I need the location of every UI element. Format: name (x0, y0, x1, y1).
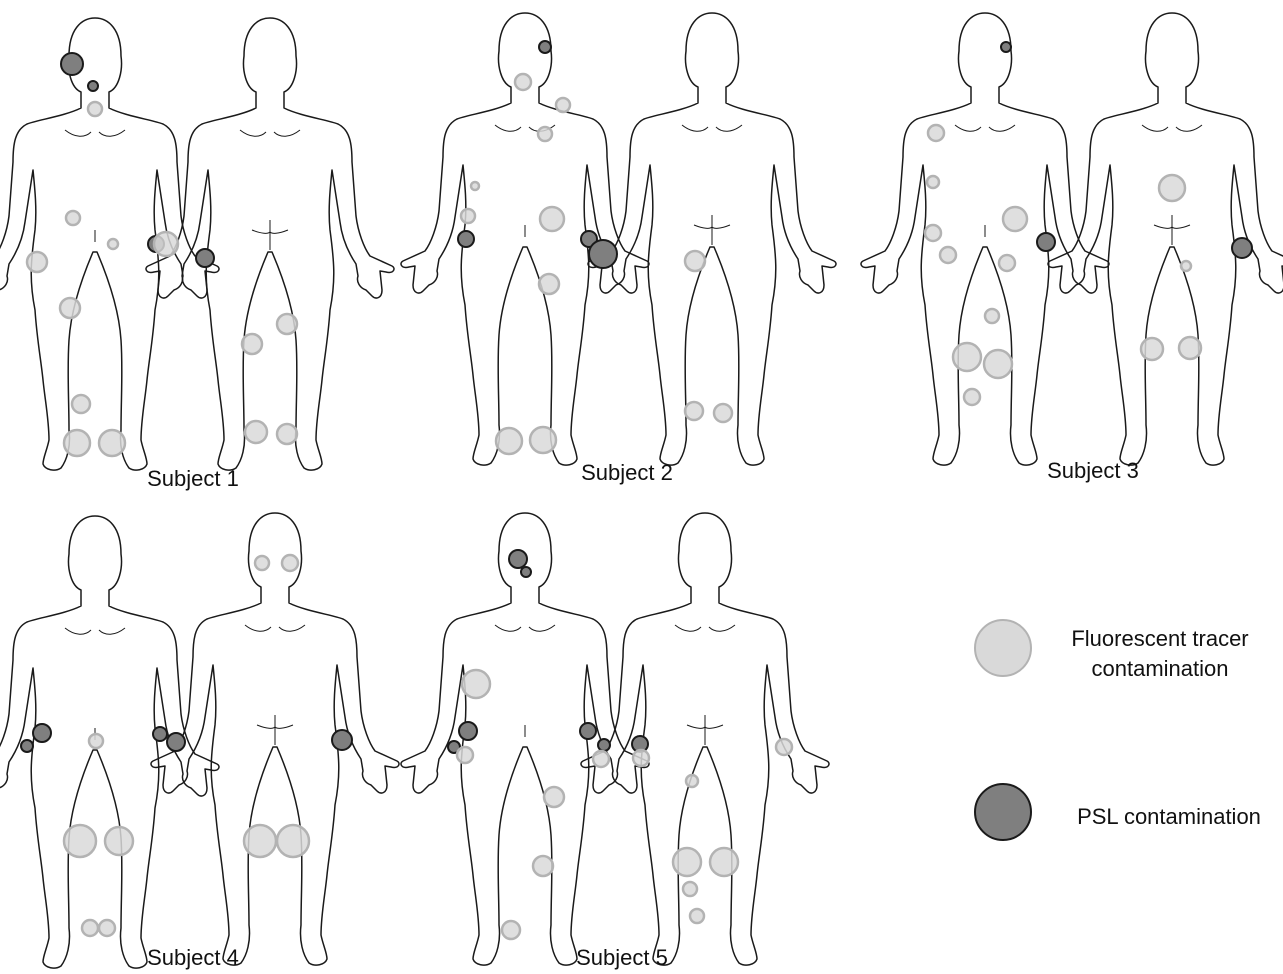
subject-2-fluorescent-spot-front-right-thigh (539, 274, 559, 294)
subject-5-psl-spot-front-right-wrist (580, 723, 596, 739)
subject-2-fluorescent-spot-front-neck-left (515, 74, 531, 90)
subject-4-fluorescent-spot-front-left-knee (64, 825, 96, 857)
subject-1-fluorescent-spot-front-left-foot (64, 430, 90, 456)
subject-5-psl-spot-front-left-forearm (459, 722, 477, 740)
subject-5-fluorescent-spot-back-left-calf (683, 882, 697, 896)
subject-4-psl-spot-front-right-hand (167, 733, 185, 751)
subject-2-fluorescent-spot-front-right-hip (540, 207, 564, 231)
subject-3-fluorescent-spot-back-lower-back (1159, 175, 1185, 201)
subject-3-fluorescent-spot-back-right-calf (1179, 337, 1201, 359)
subject-4-back-body (151, 513, 399, 965)
subject-1-caption: Subject 1 (147, 466, 239, 492)
subject-4-fluorescent-spot-back-right-knee (277, 825, 309, 857)
subject-2-back-body (588, 13, 836, 465)
subject-4-psl-spot-front-right-wrist (153, 727, 167, 741)
subject-3-fluorescent-spot-front-right-upper-thigh (985, 309, 999, 323)
subject-3-caption: Subject 3 (1047, 458, 1139, 484)
subject-4-fluorescent-spot-back-left-knee (244, 825, 276, 857)
subject-4-front-body (0, 516, 219, 968)
subject-3-psl-spot-back-right-hand (1232, 238, 1252, 258)
subject-3-front-body (861, 13, 1109, 465)
subject-2-fluorescent-spot-back-right-ankle (714, 404, 732, 422)
subject-4-fluorescent-spot-front-left-foot (82, 920, 98, 936)
subject-4-fluorescent-spot-front-right-foot (99, 920, 115, 936)
subject-1-fluorescent-spot-front-upper-chest (88, 102, 102, 116)
subject-2-psl-spot-front-right-ear (539, 41, 551, 53)
subject-3-fluorescent-spot-front-left-forearm (925, 225, 941, 241)
subject-2-psl-spot-front-left-hand (458, 231, 474, 247)
subject-2-fluorescent-spot-front-left-foot (496, 428, 522, 454)
subject-4-caption: Subject 4 (147, 945, 239, 971)
legend-psl-label: PSL contamination (1055, 802, 1283, 832)
subject-4-fluorescent-spot-front-right-knee (105, 827, 133, 855)
subject-2-caption: Subject 2 (581, 460, 673, 486)
subject-4-psl-spot-front-left-hand (21, 740, 33, 752)
legend-fluorescent-line1: Fluorescent tracer (1071, 626, 1248, 651)
subject-4-fluorescent-spot-front-groin (89, 734, 103, 748)
subject-1-psl-spot-front-neck (88, 81, 98, 91)
subject-5-fluorescent-spot-front-right-shin (533, 856, 553, 876)
subject-3-psl-spot-front-right-ear (1001, 42, 1011, 52)
subject-3-fluorescent-spot-front-right-hip (1003, 207, 1027, 231)
subject-5-fluorescent-spot-front-left-upper-arm (462, 670, 490, 698)
subject-1-fluorescent-spot-front-right-wrist (154, 232, 178, 256)
subject-1-psl-spot-front-right-hand (196, 249, 214, 267)
subject-1-fluorescent-spot-front-lower-abdomen (108, 239, 118, 249)
subject-3-psl-spot-front-right-wrist (1037, 233, 1055, 251)
subject-1-fluorescent-spot-back-left-knee (242, 334, 262, 354)
legend-fluorescent-label: Fluorescent tracer contamination (1040, 624, 1280, 684)
subject-2-fluorescent-spot-back-buttock-left (685, 251, 705, 271)
subject-4-psl-spot-back-right-hand (332, 730, 352, 750)
subject-4-fluorescent-spot-back-neck-left (255, 556, 269, 570)
subject-1-fluorescent-spot-back-left-heel (245, 421, 267, 443)
subject-1-fluorescent-spot-back-right-heel (277, 424, 297, 444)
subject-5-fluorescent-spot-back-left-palm (633, 750, 649, 766)
subject-5-fluorescent-spot-back-left-thigh (686, 775, 698, 787)
subject-3-fluorescent-spot-front-right-knee (984, 350, 1012, 378)
subject-3-fluorescent-spot-front-left-upper-arm (928, 125, 944, 141)
subject-1-fluorescent-spot-front-left-thigh (60, 298, 80, 318)
legend-fluorescent-swatch (975, 620, 1031, 676)
subject-2-fluorescent-spot-front-right-foot (530, 427, 556, 453)
subject-5-fluorescent-spot-back-right-knee (710, 848, 738, 876)
subject-1-back-body (146, 18, 394, 470)
subject-3-fluorescent-spot-front-left-hand (940, 247, 956, 263)
subject-2-fluorescent-spot-front-right-chest (538, 127, 552, 141)
subject-1-fluorescent-spot-back-right-knee (277, 314, 297, 334)
subject-5-fluorescent-spot-back-right-hand (776, 739, 792, 755)
subject-3-fluorescent-spot-back-buttock-right (1181, 261, 1191, 271)
subject-3-fluorescent-spot-front-left-knee (953, 343, 981, 371)
subject-1-fluorescent-spot-front-left-hand (27, 252, 47, 272)
subject-5-fluorescent-spot-back-left-knee (673, 848, 701, 876)
subject-1-fluorescent-spot-front-right-foot (99, 430, 125, 456)
subject-5-fluorescent-spot-back-left-ankle (690, 909, 704, 923)
subject-2-psl-spot-front-right-hand (589, 240, 617, 268)
subject-5-psl-spot-front-cheek (509, 550, 527, 568)
subject-5-fluorescent-spot-front-right-palm (593, 751, 609, 767)
subject-2-fluorescent-spot-front-left-forearm (471, 182, 479, 190)
subject-3-fluorescent-spot-back-left-calf (1141, 338, 1163, 360)
subject-5-caption: Subject 5 (576, 945, 668, 971)
subject-3-fluorescent-spot-front-right-thigh (999, 255, 1015, 271)
subject-3-fluorescent-spot-front-left-shin (964, 389, 980, 405)
subject-5-psl-spot-front-chin (521, 567, 531, 577)
subject-5-fluorescent-spot-front-left-foot (502, 921, 520, 939)
subject-2-fluorescent-spot-front-right-shoulder (556, 98, 570, 112)
subject-1-psl-spot-front-head-left (61, 53, 83, 75)
subject-1-fluorescent-spot-front-abdomen-left (66, 211, 80, 225)
legend-fluorescent-line2: contamination (1092, 656, 1229, 681)
subject-5-psl-spot-front-right-hand (598, 739, 610, 751)
subject-5-fluorescent-spot-front-left-palm (457, 747, 473, 763)
subject-1-fluorescent-spot-front-left-shin (72, 395, 90, 413)
subject-2-fluorescent-spot-front-left-wrist (461, 209, 475, 223)
subject-4-psl-spot-front-left-wrist (33, 724, 51, 742)
subject-3-fluorescent-spot-front-left-elbow (927, 176, 939, 188)
legend-psl-swatch (975, 784, 1031, 840)
subject-2-fluorescent-spot-back-left-ankle (685, 402, 703, 420)
subject-4-fluorescent-spot-back-neck-right (282, 555, 298, 571)
subject-5-fluorescent-spot-front-right-thigh (544, 787, 564, 807)
